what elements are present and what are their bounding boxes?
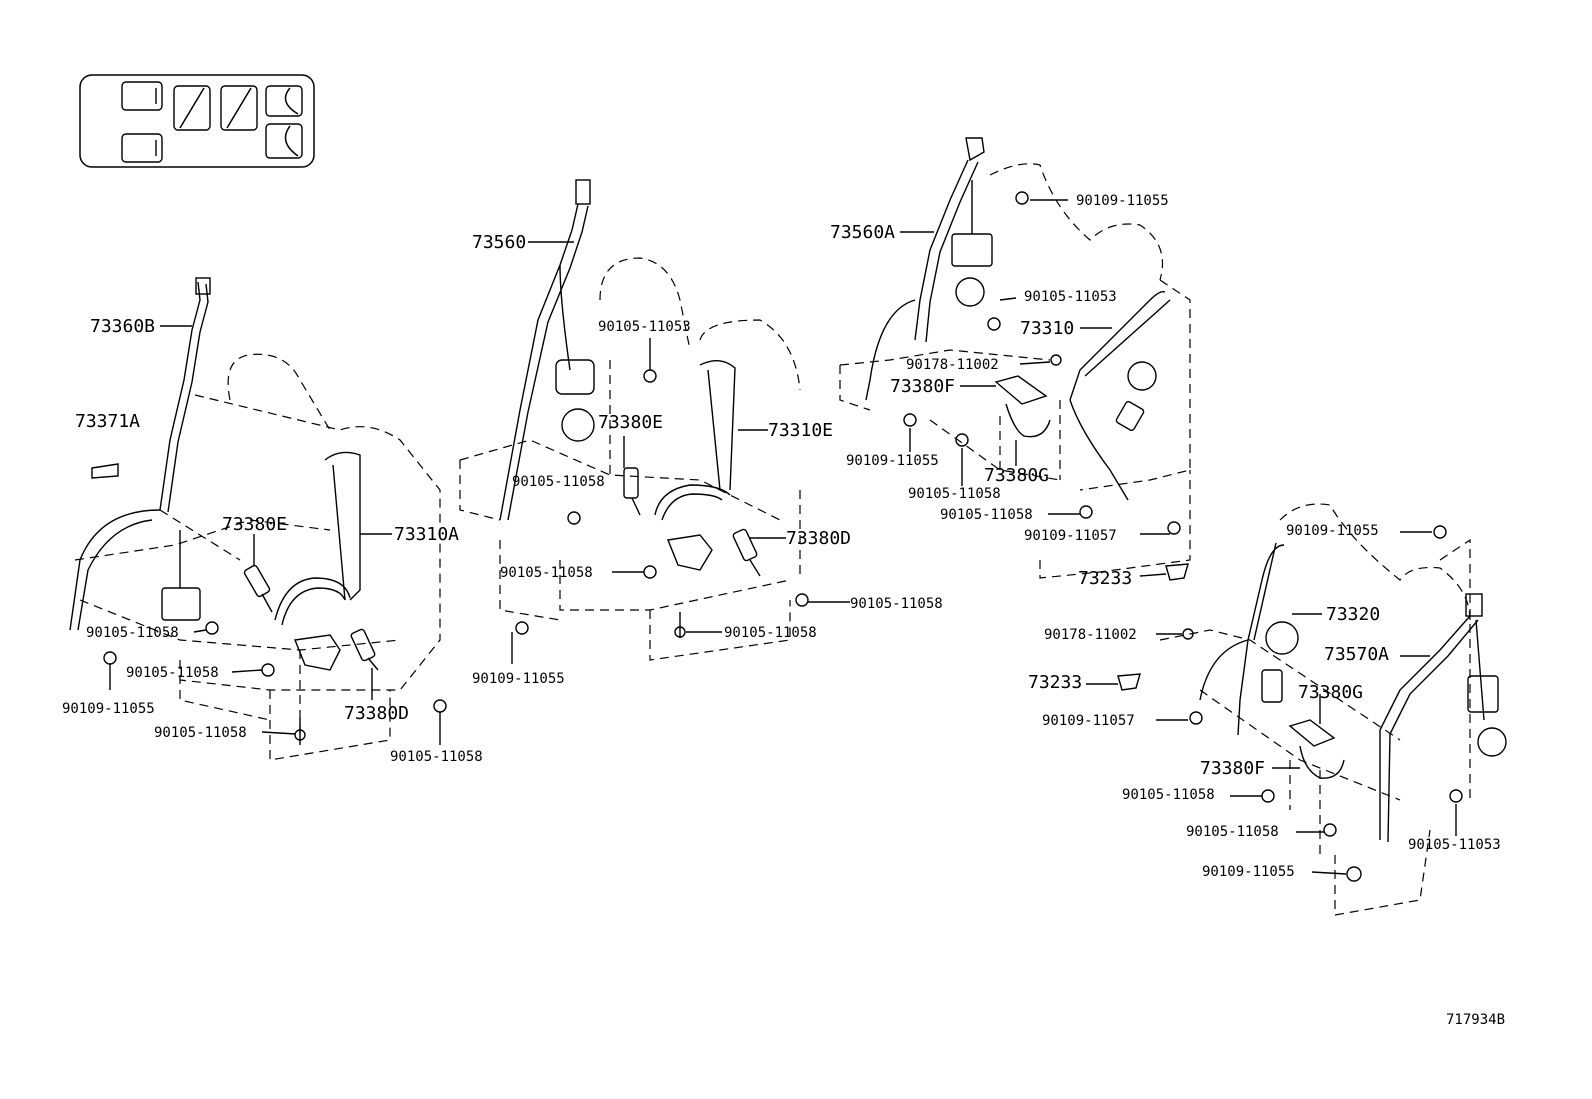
callout-90109-11055-d: 90109-11055 [846,453,939,469]
seat-assembly-1 [69,277,447,761]
callout-90109-11057-b: 90109-11057 [1042,713,1135,729]
callout-90105-11053-c: 90105-11053 [1408,837,1501,853]
callout-90178-11002-a: 90178-11002 [906,357,999,373]
callout-73380G-seat4: 73380G [1298,682,1364,703]
callout-73380F-seat4: 73380F [1200,758,1266,779]
callout-73233-seat4: 73233 [1028,672,1083,693]
callout-73310E: 73310E [768,420,834,441]
callout-90105-11058-l: 90105-11058 [1186,824,1279,840]
callout-90109-11055-c: 90109-11055 [1076,193,1169,209]
callout-90178-11002-b: 90178-11002 [1044,627,1137,643]
seat-assembly-3 [839,137,1191,581]
seat-layout-inset [79,74,315,168]
callout-90105-11058-g: 90105-11058 [850,596,943,612]
diagram-id: 717934B [1446,1012,1506,1028]
callout-90105-11058-j: 90105-11058 [940,507,1033,523]
callout-90105-11058-b: 90105-11058 [126,665,219,681]
callout-73380E-seat1: 73380E [222,514,288,535]
callout-73380F-seat3: 73380F [890,376,956,397]
callout-90109-11055-f: 90109-11055 [1202,864,1295,880]
callout-73560: 73560 [472,232,527,253]
callout-73380G-seat3: 73380G [984,465,1050,486]
callout-90105-11058-i: 90105-11058 [908,486,1001,502]
callout-73570A: 73570A [1324,644,1390,665]
callout-90105-11058-a: 90105-11058 [86,625,179,641]
seat-assembly-2 [459,179,850,664]
callout-90105-11058-k: 90105-11058 [1122,787,1215,803]
callout-73310: 73310 [1020,318,1075,339]
callout-73360B: 73360B [90,316,156,337]
seat-assembly-4 [1086,503,1507,916]
callout-90109-11055-b: 90109-11055 [472,671,565,687]
callout-73380D-seat2: 73380D [786,528,852,549]
callout-90105-11058-e: 90105-11058 [512,474,605,490]
callout-73233-seat3: 73233 [1078,568,1133,589]
callout-73310A: 73310A [394,524,460,545]
callout-73371A: 73371A [75,411,141,432]
callout-73560A: 73560A [830,222,896,243]
callout-73320: 73320 [1326,604,1381,625]
callout-90105-11053-a: 90105-11053 [598,319,691,335]
callout-90105-11058-d: 90105-11058 [390,749,483,765]
callout-90105-11053-b: 90105-11053 [1024,289,1117,305]
callout-90109-11055-a: 90109-11055 [62,701,155,717]
callout-90109-11055-e: 90109-11055 [1286,523,1379,539]
callout-73380D-seat1: 73380D [344,703,410,724]
callout-90109-11057-a: 90109-11057 [1024,528,1117,544]
callout-90105-11058-c: 90105-11058 [154,725,247,741]
callout-90105-11058-f: 90105-11058 [500,565,593,581]
callout-73380E-seat2: 73380E [598,412,664,433]
callout-90105-11058-h: 90105-11058 [724,625,817,641]
